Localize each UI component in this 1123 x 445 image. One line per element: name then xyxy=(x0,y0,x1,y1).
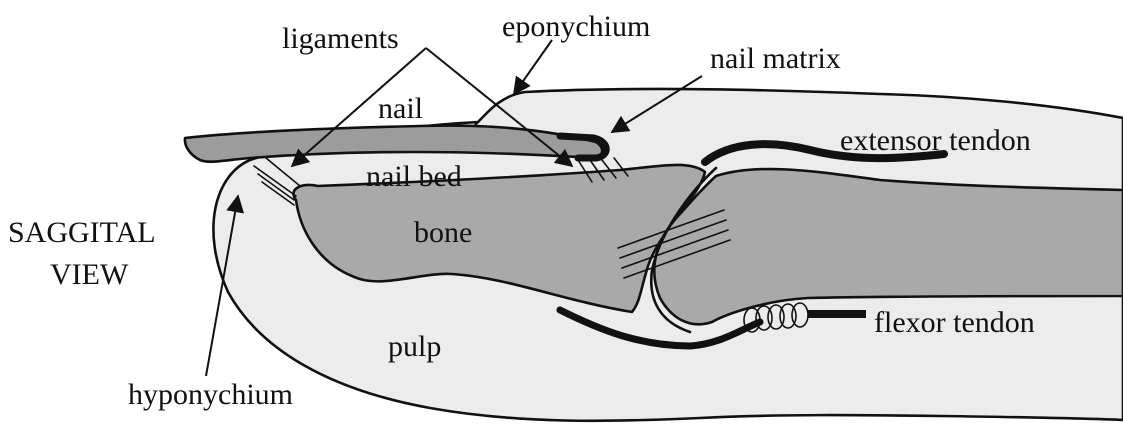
pulp-label: pulp xyxy=(388,330,441,363)
nail-bed-label: nail bed xyxy=(366,160,462,193)
eponychium-arrow xyxy=(514,40,552,94)
flexor-tendon-label: flexor tendon xyxy=(874,306,1035,339)
nail-label: nail xyxy=(378,92,423,125)
extensor-tendon-label: extensor tendon xyxy=(840,124,1031,157)
ligaments-label: ligaments xyxy=(282,22,399,55)
bone-label: bone xyxy=(414,216,472,249)
view-label-line1: SAGGITAL xyxy=(8,216,156,249)
hyponychium-label: hyponychium xyxy=(128,378,293,411)
nail-matrix-label: nail matrix xyxy=(710,42,841,75)
view-label-line2: VIEW xyxy=(50,258,129,291)
eponychium-label: eponychium xyxy=(502,10,650,43)
